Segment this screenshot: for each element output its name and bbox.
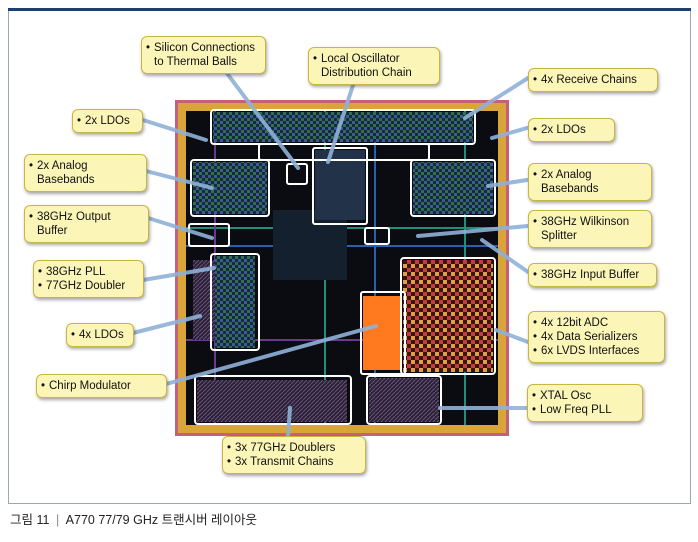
callout-38ghz-wilkinson-splitter: 38GHz Wilkinson Splitter [528,210,652,248]
callout-xtal-osc: XTAL Osc Low Freq PLL [527,384,643,422]
analog-baseband-left-block [193,162,267,214]
callout-38ghz-input-buffer: 38GHz Input Buffer [528,263,657,287]
pll-block [215,256,255,348]
callout-chirp-modulator: Chirp Modulator [36,374,167,398]
analog-baseband-right-block [413,162,493,214]
adc-block [403,260,493,372]
callout-adc-serializers-lvds: 4x 12bit ADC 4x Data Serializers 6x LVDS… [528,311,665,363]
chirp-modulator-block [363,296,401,370]
callout-analog-baseband-right: 2x Analog Basebands [528,163,652,201]
callout-analog-baseband-left: 2x Analog Basebands [24,154,147,192]
receive-chains-block [213,112,473,142]
callout-receive-chains: 4x Receive Chains [528,68,658,92]
chip-die-layout [175,100,509,436]
callout-transmit-chains: 3x 77GHz Doublers 3x Transmit Chains [222,436,366,474]
callout-ldo-left: 2x LDOs [72,109,143,133]
xtal-block [369,378,439,422]
callout-38ghz-output-buffer: 38GHz Output Buffer [24,205,149,243]
callout-ldo-right: 2x LDOs [528,118,615,142]
center-block [273,210,347,280]
caption-text: A770 77/79 GHz 트랜시버 레이아웃 [65,513,258,527]
callout-38ghz-pll: 38GHz PLL 77GHz Doubler [33,260,144,298]
callout-4x-ldos: 4x LDOs [66,323,134,347]
callout-local-oscillator: Local Oscillator Distribution Chain [308,47,440,85]
figure-caption: 그림 11 | A770 77/79 GHz 트랜시버 레이아웃 [10,509,257,528]
callout-silicon-connections: Silicon Connections to Thermal Balls [141,36,266,74]
caption-figure-number: 그림 11 [10,513,50,527]
transmit-chains-block [197,380,347,422]
caption-separator: | [55,513,60,527]
